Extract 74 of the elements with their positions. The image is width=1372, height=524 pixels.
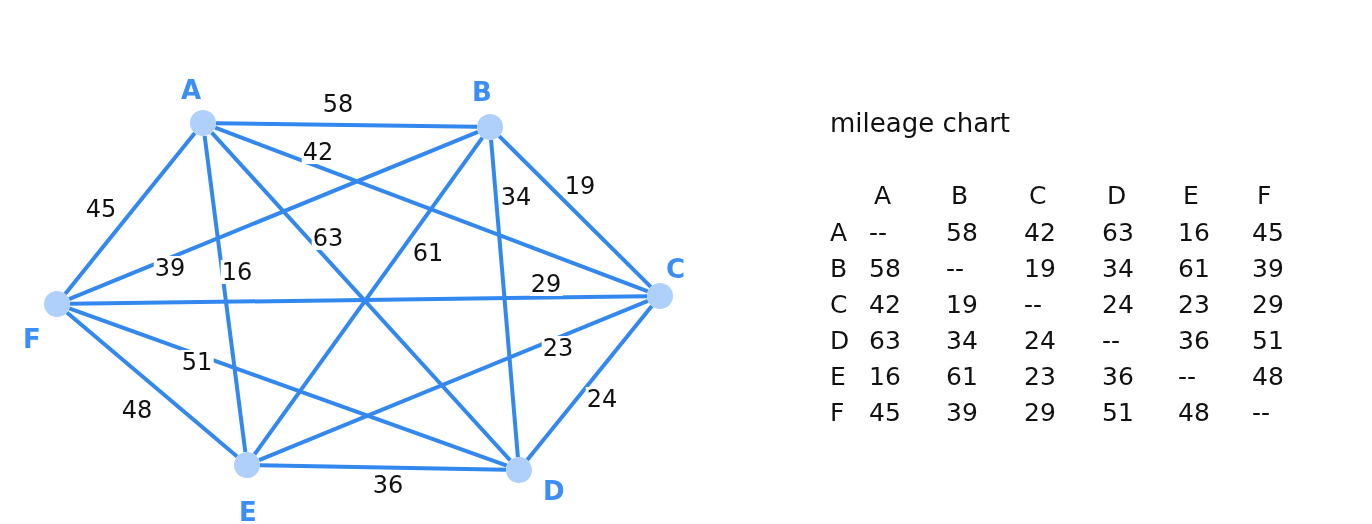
column-header: B [951, 183, 969, 208]
edge-label: 19 [563, 174, 597, 198]
connector-line [525, 304, 654, 462]
edge-label: 63 [311, 226, 345, 250]
table-cell: 51 [1102, 400, 1134, 425]
table-cell: 61 [946, 364, 978, 389]
column-header: E [1183, 183, 1199, 208]
chart-title: mileage chart [830, 110, 1011, 136]
table-cell: 24 [1024, 328, 1056, 353]
row-header: C [830, 292, 848, 317]
row-header: A [830, 220, 848, 245]
connector-line [210, 131, 512, 462]
table-cell: 48 [1178, 400, 1210, 425]
table-cell: 42 [1024, 220, 1056, 245]
connector-line [259, 463, 507, 472]
table-cell: 58 [869, 256, 901, 281]
table-cell: -- [869, 220, 888, 245]
table-cell: 45 [869, 400, 901, 425]
table-cell: -- [1102, 328, 1121, 353]
row-header: F [830, 400, 845, 425]
table-cell: 58 [946, 220, 978, 245]
connector-line [214, 125, 649, 294]
table-cell: 61 [1178, 256, 1210, 281]
table-cell: 34 [946, 328, 978, 353]
table-cell: 45 [1252, 220, 1284, 245]
table-cell: 23 [1024, 364, 1056, 389]
table-cell: 29 [1252, 292, 1284, 317]
table-cell: -- [1252, 400, 1271, 425]
connector-line [215, 121, 478, 129]
connector-line [68, 130, 479, 301]
row-header: E [830, 364, 846, 389]
connector-line [68, 306, 508, 468]
vertex-label: E [239, 499, 257, 524]
column-header: F [1257, 183, 1272, 208]
connector-line [202, 135, 248, 453]
table-cell: 39 [946, 400, 978, 425]
table-cell: 63 [869, 328, 901, 353]
table-cell: 39 [1252, 256, 1284, 281]
column-header: C [1029, 183, 1047, 208]
table-cell: 48 [1252, 364, 1284, 389]
row-header: B [830, 256, 848, 281]
table-cell: 16 [1178, 220, 1210, 245]
edge-label: 16 [220, 260, 254, 284]
table-cell: -- [1024, 292, 1043, 317]
column-header: D [1107, 183, 1127, 208]
vertex-label: D [543, 478, 565, 504]
table-cell: -- [946, 256, 965, 281]
connector-line [65, 310, 239, 459]
connector-line [258, 299, 649, 462]
connector-line [63, 131, 197, 296]
vertex-label: B [472, 79, 492, 105]
connector-line [497, 134, 653, 289]
connector-line [489, 139, 520, 458]
table-cell: 36 [1178, 328, 1210, 353]
table-cell: 16 [869, 364, 901, 389]
row-header: D [830, 328, 850, 353]
table-cell: 34 [1102, 256, 1134, 281]
table-cell: 29 [1024, 400, 1056, 425]
table-cell: 23 [1178, 292, 1210, 317]
table-cell: 24 [1102, 292, 1134, 317]
table-cell: 63 [1102, 220, 1134, 245]
vertex-label: F [23, 326, 41, 352]
table-cell: 19 [946, 292, 978, 317]
vertex-label: C [666, 256, 686, 282]
table-cell: 51 [1252, 328, 1284, 353]
connector-line [252, 136, 485, 456]
column-header: A [874, 183, 892, 208]
vertex-label: A [181, 77, 202, 103]
table-cell: 42 [869, 292, 901, 317]
table-cell: 36 [1102, 364, 1134, 389]
connector-line [69, 294, 648, 306]
table-cell: 19 [1024, 256, 1056, 281]
table-cell: -- [1178, 364, 1197, 389]
edge-label: 29 [529, 272, 563, 296]
